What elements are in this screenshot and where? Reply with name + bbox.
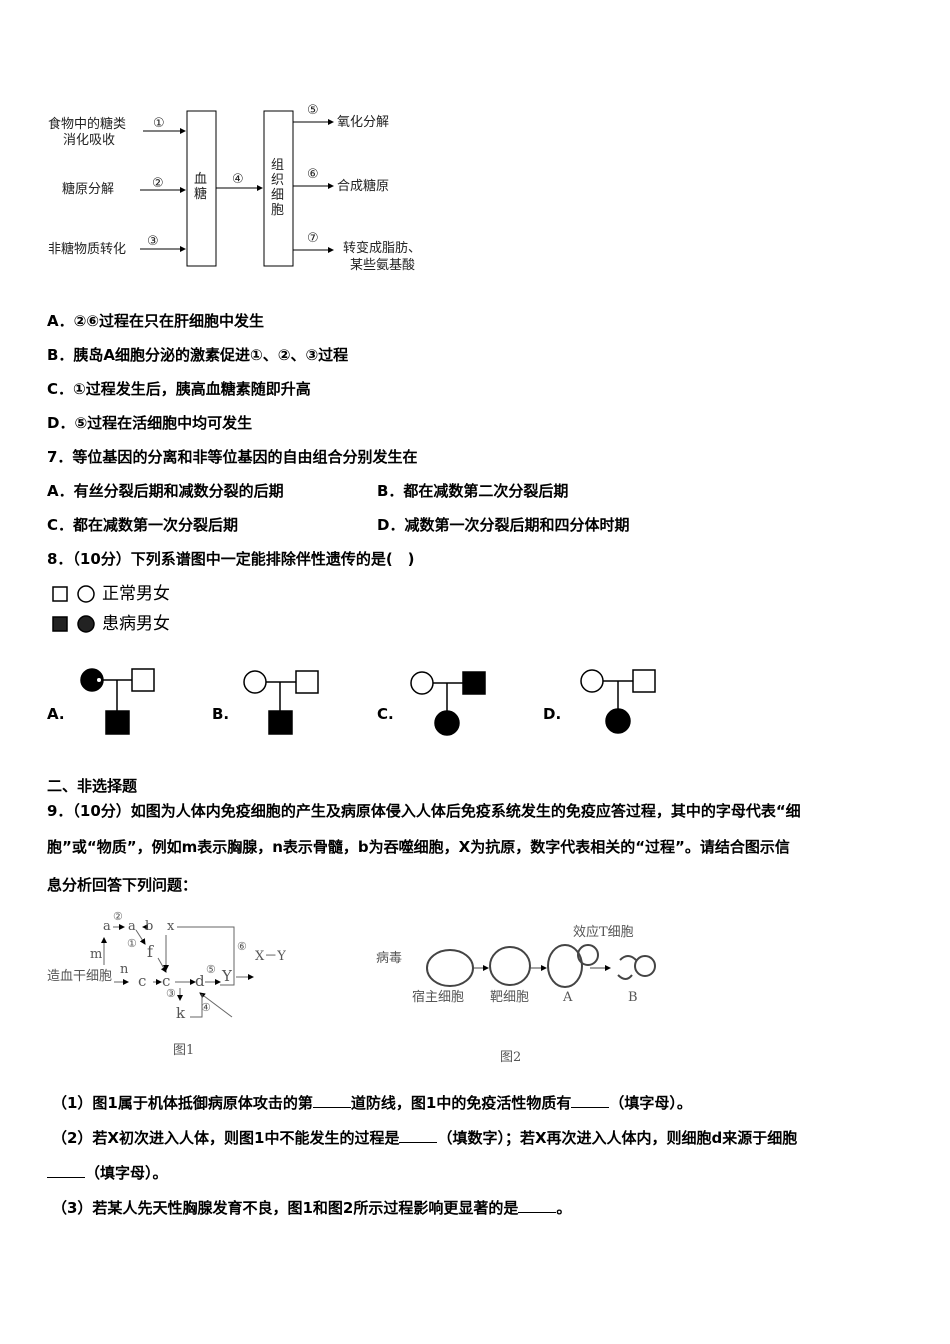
sub-question-2-cont: （填字母）。 — [47, 1164, 168, 1182]
question-9-line: 9．（10分）如图为人体内免疫细胞的产生及病原体侵入人体后免疫系统发生的免疫应答… — [47, 802, 801, 820]
step-label: ① — [153, 116, 165, 131]
step-label: ④ — [232, 172, 244, 187]
option-a: A．②⑥过程在只在肝细胞中发生 — [47, 312, 265, 330]
fig1-label: c — [162, 972, 171, 990]
step-label: ② — [152, 176, 164, 191]
fig1-label: ② — [113, 910, 123, 923]
fig1-label: 造血干细胞 — [47, 969, 113, 984]
fig1-label: ③ — [166, 987, 176, 1000]
sub-question-2: （2）若X初次进入人体，则图1中不能发生的过程是 （填数字）；若X再次进入人体内，… — [52, 1129, 797, 1147]
fig1-label: m — [90, 947, 103, 962]
fig1-label: ⑥ — [237, 940, 247, 953]
question-8-stem: 8．（10分）下列系谱图中一定能排除伴性遗传的是( ) — [47, 550, 415, 568]
text: （1）图1属于机体抵御病原体攻击的第 — [52, 1094, 313, 1112]
fig2-label: 宿主细胞 — [412, 990, 465, 1005]
answer-blank[interactable] — [312, 1095, 351, 1108]
option-d: D．⑤过程在活细胞中均可发生 — [47, 414, 253, 432]
section-heading: 二、非选择题 — [47, 777, 138, 795]
pedigree-charts — [52, 585, 656, 736]
answer-blank[interactable] — [47, 1165, 85, 1178]
option-c: C．①过程发生后，胰高血糖素随即升高 — [47, 380, 311, 398]
fig2-label: 效应T细胞 — [573, 925, 634, 940]
output-label: 某些氨基酸 — [350, 258, 416, 273]
sub-question-3: （3）若某人先天性胸腺发育不良，图1和图2所示过程影响更显著的是 。 — [52, 1199, 571, 1217]
fig1-label: a — [128, 919, 136, 934]
legend-affected: 患病男女 — [102, 614, 170, 634]
question-7-stem: 7．等位基因的分离和非等位基因的自由组合分别发生在 — [47, 448, 418, 466]
question-9-line: 息分析回答下列问题： — [47, 876, 198, 894]
fig1-caption: 图1 — [173, 1043, 195, 1058]
step-label: ③ — [147, 234, 159, 249]
box1-label: 血糖 — [194, 172, 208, 202]
legend-normal: 正常男女 — [102, 584, 170, 604]
fig1-label: X－Y — [255, 949, 286, 964]
fig1-arrows — [101, 924, 254, 1018]
input-label: 糖原分解 — [62, 182, 115, 197]
step-label: ⑤ — [307, 103, 319, 118]
question-9-line: 胞”或“物质”，例如m表示胸腺，n表示骨髓，b为吞噬细胞，X为抗原，数字代表相关… — [47, 838, 790, 856]
input-label: 消化吸收 — [63, 133, 116, 148]
fig1-label: x — [167, 919, 175, 934]
pedigree-label-a: A. — [47, 705, 65, 723]
pedigree-label-b: B. — [212, 705, 230, 723]
answer-blank[interactable] — [399, 1130, 438, 1143]
fig1-label: d — [195, 972, 205, 990]
answer-blank[interactable] — [518, 1200, 557, 1213]
text: （3）若某人先天性胸腺发育不良，图1和图2所示过程影响更显著的是 — [52, 1199, 519, 1217]
text: （2）若X初次进入人体，则图1中不能发生的过程是 — [52, 1129, 400, 1147]
option-c: C．都在减数第一次分裂后期 — [47, 516, 239, 534]
input-label: 非糖物质转化 — [48, 242, 127, 257]
sub-question-1: （1）图1属于机体抵御病原体攻击的第 道防线，图1中的免疫活性物质有 （填字母）。 — [52, 1094, 692, 1112]
pedigree-label-c: C. — [377, 705, 394, 723]
text: （填数字）；若X再次进入人体内，则细胞d来源于细胞 — [437, 1129, 798, 1147]
tissue-cell-box — [263, 110, 294, 267]
option-b: B．都在减数第二次分裂后期 — [377, 482, 569, 500]
text: （填字母）。 — [609, 1094, 692, 1112]
fig1-label: ⑤ — [206, 963, 216, 976]
fig2-caption: 图2 — [500, 1050, 522, 1065]
fig1-label: f — [147, 942, 153, 961]
step-label: ⑦ — [307, 231, 319, 246]
fig2-label: 病毒 — [376, 951, 403, 966]
fig2-cells — [426, 944, 656, 988]
fig1-label: ① — [127, 937, 137, 950]
fig1-label: ④ — [201, 1001, 211, 1014]
fig2-label: B — [628, 990, 638, 1005]
box2-label: 组织细胞 — [271, 158, 285, 218]
option-d: D．减数第一次分裂后期和四分体时期 — [377, 516, 630, 534]
output-label: 合成糖原 — [337, 179, 390, 194]
fig1-label: a — [103, 919, 111, 934]
input-label: 食物中的糖类 — [48, 117, 127, 132]
fig1-label: b — [145, 919, 154, 934]
fig1-label: n — [120, 962, 129, 977]
fig1-label: k — [176, 1004, 186, 1022]
step-label: ⑥ — [307, 167, 319, 182]
option-a: A．有丝分裂后期和减数分裂的后期 — [47, 482, 284, 500]
text: 。 — [556, 1199, 572, 1217]
fig1-label: c — [138, 972, 147, 990]
output-label: 转变成脂肪、 — [343, 241, 422, 256]
pedigree-label-d: D. — [543, 705, 562, 723]
fig2-label: A — [563, 990, 573, 1005]
text: 道防线，图1中的免疫活性物质有 — [350, 1094, 572, 1112]
output-label: 氧化分解 — [337, 115, 390, 130]
text: （填字母）。 — [85, 1164, 168, 1182]
option-b: B．胰岛A细胞分泌的激素促进①、②、③过程 — [47, 346, 349, 364]
fig2-label: 靶细胞 — [490, 990, 530, 1005]
fig1-label: Y — [222, 967, 232, 985]
answer-blank[interactable] — [571, 1095, 610, 1108]
